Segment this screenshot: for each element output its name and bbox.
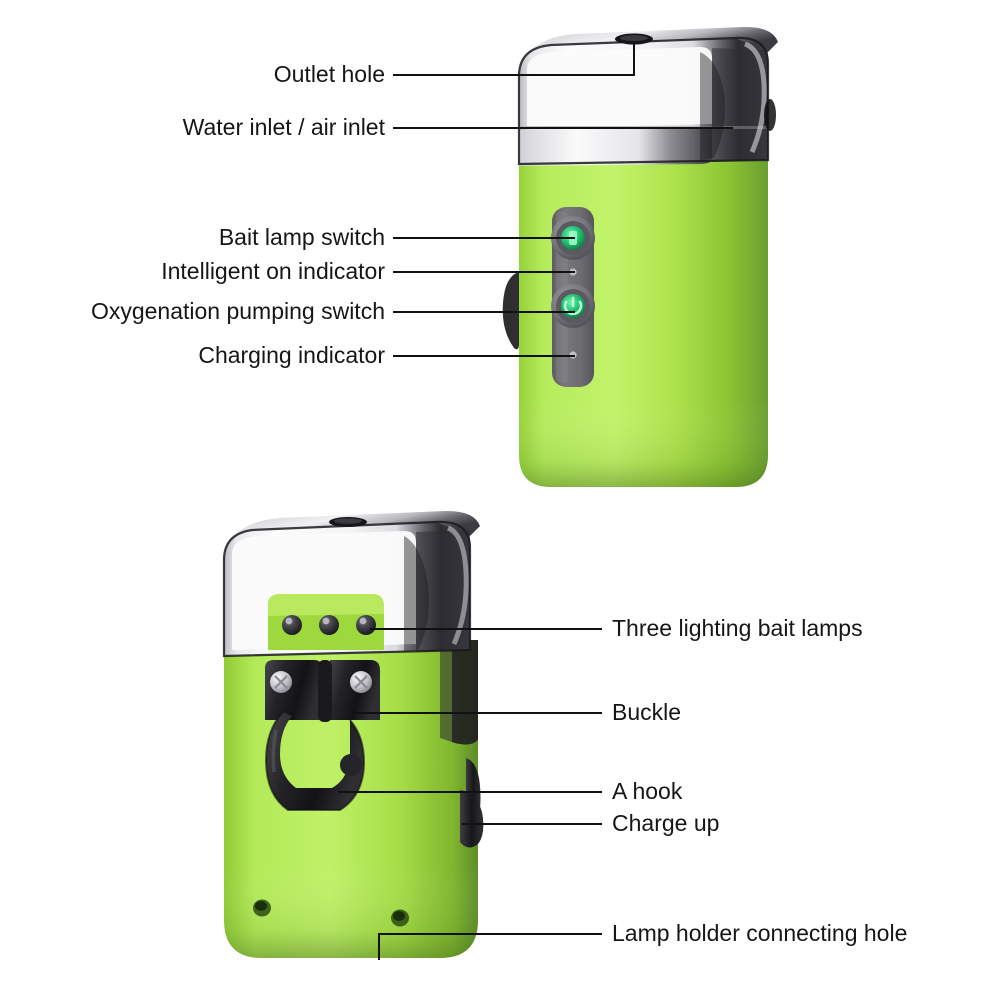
callout-label-outlet-hole: Outlet hole: [273, 61, 385, 87]
callout-label-bait-lamp-switch: Bait lamp switch: [218, 224, 385, 250]
callout-label-intelligent-on-indicator: Intelligent on indicator: [161, 258, 385, 284]
callout-label-water-inlet-air-inlet: Water inlet / air inlet: [182, 114, 385, 140]
callout-label-charge-up: Charge up: [612, 810, 720, 836]
leader-intelligent-on-indicator-horizontal: [393, 271, 575, 273]
leader-bait-lamp-switch-horizontal: [393, 237, 575, 239]
leader-oxygenation-pumping-switch-horizontal: [393, 311, 575, 313]
leader-outlet-hole-vertical: [633, 42, 635, 76]
leader-a-hook-horizontal: [338, 791, 602, 793]
leader-outlet-hole-horizontal: [393, 74, 635, 76]
callout-label-a-hook: A hook: [612, 778, 683, 804]
leader-water-inlet-horizontal: [393, 127, 733, 129]
charge-up-feature: [460, 758, 484, 848]
callout-label-oxygenation-pumping-switch: Oxygenation pumping switch: [90, 298, 385, 324]
oxygenation-pumping-switch-feature: [551, 284, 595, 328]
a-hook-feature: [264, 711, 366, 811]
leader-buckle-horizontal: [352, 712, 602, 714]
leader-lamp-holder-horizontal: [378, 933, 602, 935]
callout-label-charging-indicator: Charging indicator: [198, 342, 385, 368]
control-panel-feature: [552, 207, 594, 387]
back-view-illustration: [222, 510, 484, 958]
leader-charge-up-horizontal: [462, 823, 602, 825]
front-view-illustration: [502, 26, 778, 487]
leader-charging-indicator-horizontal: [393, 355, 575, 357]
three-lighting-bait-lamps-feature: [282, 615, 376, 635]
callout-label-buckle: Buckle: [612, 699, 682, 725]
callout-label-three-lighting-bait-lamps: Three lighting bait lamps: [612, 615, 863, 641]
leader-lamp-holder-vertical: [378, 934, 380, 960]
callout-label-lamp-holder-connecting-hole: Lamp holder connecting hole: [612, 920, 908, 946]
bait-lamp-plate-feature: [268, 594, 384, 650]
lamp-holder-connecting-hole-feature: [253, 899, 409, 927]
leader-three-bait-lamps-horizontal: [370, 628, 602, 630]
